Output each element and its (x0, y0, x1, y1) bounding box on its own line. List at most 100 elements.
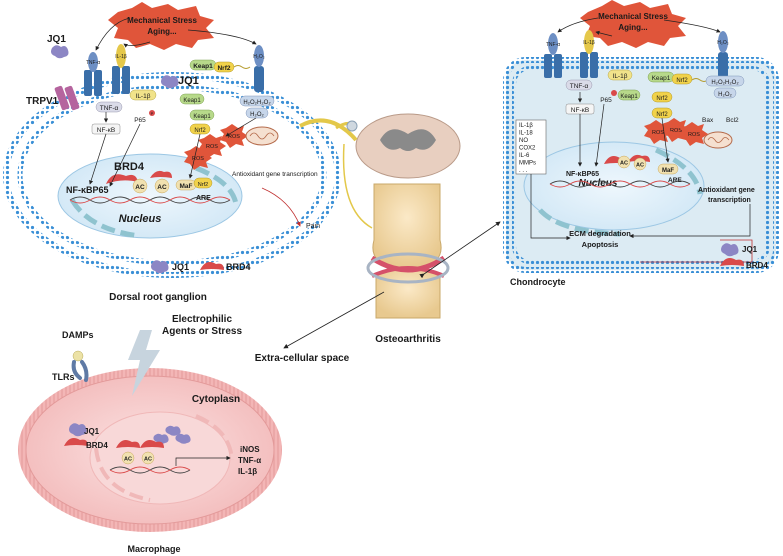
ganglion-icon (346, 120, 358, 132)
macro-stimuli: DAMPs TLRs Electrophilic Agents or Stres… (52, 314, 242, 396)
chondro-bcl2: Bcl2 (726, 117, 739, 124)
drg-h2o2-pair: H₂O₂H₂O₂ (243, 100, 271, 106)
chondro-il1b: IL-1β (613, 73, 628, 80)
chondro-legend-jq1: JQ1 (742, 245, 758, 254)
macrophage-cell: Cytoplasn Macrophage (18, 368, 282, 554)
chondro-legend: JQ1 BRD4 Chondrocyte (510, 243, 768, 287)
stress-burst-right: Mechanical Stress Aging... (580, 0, 686, 48)
jq1-molecule-icon (51, 45, 69, 59)
macro-contents: JQ1 BRD4 AC AC iNOS TNF-α IL-1β (64, 423, 261, 476)
svg-text:ROS: ROS (192, 156, 204, 162)
chondro-keap1-b: Keap1 (620, 94, 638, 100)
chondro-nrf2-b: Nrf2 (656, 96, 668, 102)
chondro-nrf2-c: Nrf2 (656, 112, 668, 118)
macro-il1b: IL-1β (238, 467, 257, 476)
extracellular-label: Extra-cellular space (255, 353, 350, 364)
drg-legend-brd4: BRD4 (226, 262, 251, 272)
chondro-nucleus-label: Nucleus (579, 178, 618, 189)
drg-nfkb-p65: NF-κBP65 (66, 185, 109, 195)
drg-jq1-top: JQ1 (47, 34, 69, 59)
chondro-nfkb: NF-κB (571, 107, 589, 114)
macro-tnfa: TNF-α (238, 456, 261, 465)
chondro-receptors: TNF-α IL-1β H₂O₂ (544, 30, 729, 78)
drg-jq1-top-label: JQ1 (47, 34, 66, 45)
drg-nucleus-contents: BRD4 AC AC NF-κBP65 MaF Nrf2 ARE Antioxi… (66, 161, 320, 230)
stress-burst-left: Mechanical Stress Aging... (108, 2, 214, 50)
drg-keap1-a: Keap1 (193, 63, 213, 70)
chondro-ac-a: AC (620, 161, 628, 167)
macro-ac-b: AC (144, 457, 152, 463)
drg-nucleus-label: Nucleus (119, 213, 162, 225)
cytokine-item: IL-6 (519, 153, 530, 159)
drg-antioxidant: Antioxidant gene transcription (232, 171, 318, 178)
drg-il1b: IL-1β (136, 93, 151, 100)
spinal-cord (299, 113, 461, 229)
chondro-nrf2-a: Nrf2 (676, 78, 688, 84)
chondro-tnf-receptor: TNF-α (546, 42, 560, 48)
brd4-protein-icon (106, 174, 138, 184)
knee-joint: Osteoarthritis Extra-cellular space (255, 183, 450, 364)
drg-nrf2-dna: Nrf2 (198, 182, 208, 188)
osteoarthritis-label: Osteoarthritis (375, 334, 441, 345)
chondro-signalling: IL-1β TNF-α NF-κB P65 Keap1 Nrf2 Keap1 N… (515, 69, 755, 249)
phospho-mark: P (151, 111, 154, 116)
chondro-legend-brd4: BRD4 (746, 261, 768, 270)
drg-receptors: TNF-α IL-1β H₂O₂ TRPV1 (26, 44, 265, 111)
chondro-inhibit-line (640, 239, 753, 263)
drg-tnf-receptor-label: TNF-α (86, 60, 100, 66)
chondro-are: ARE (668, 177, 682, 184)
chondro-nfkb-p65: NF-κBP65 (566, 171, 599, 178)
macro-damps: DAMPs (62, 330, 94, 340)
macro-inos: iNOS (240, 445, 260, 454)
drg-legend: JQ1 BRD4 Dorsal root ganglion (109, 260, 251, 303)
macro-jq1: JQ1 (84, 427, 100, 436)
chondro-maf: MaF (662, 168, 674, 174)
drg-pain-label: Pain (306, 223, 320, 230)
svg-text:ROS: ROS (228, 134, 240, 140)
chondro-ac-b: AC (636, 163, 644, 169)
receptor-icon (84, 70, 92, 96)
chondro-antioxidant-2: transcription (708, 197, 751, 204)
chondro-bax: Bax (702, 117, 714, 124)
drg-ac-b: AC (157, 184, 167, 191)
chondro-ros: ROS (670, 128, 682, 134)
drg-outer-membrane (3, 72, 341, 278)
cytokine-item: IL-1β (519, 123, 533, 129)
drg-arrows (89, 17, 257, 187)
tlr-receptor-icon (71, 360, 89, 382)
drg-legend-jq1: JQ1 (172, 262, 189, 272)
drg-nucleus (57, 153, 243, 239)
ros-burst-icon: ROS ROS ROS (184, 124, 248, 170)
macro-cytoplasm: Cytoplasn (192, 394, 240, 405)
mitochondrion-icon (245, 126, 279, 146)
tibia-icon (375, 268, 441, 319)
chondro-apoptosis: Apoptosis (582, 240, 619, 249)
cytokine-box (515, 119, 547, 175)
chondro-h2o2-receptor: H₂O₂ (717, 40, 728, 46)
ros-label: ROS (206, 144, 218, 150)
drg-caption: Dorsal root ganglion (109, 292, 207, 303)
cytokine-item: NO (519, 138, 528, 144)
macro-ac-a: AC (124, 457, 132, 463)
drg-brd4-label: BRD4 (114, 161, 145, 173)
lightning-icon (128, 330, 160, 396)
chondro-ros-icon: ROS ROS ROS (644, 118, 708, 146)
drg-p65: P65 (134, 117, 146, 124)
trpv1-label: TRPV1 (26, 96, 59, 107)
cytokine-item: COX2 (519, 146, 536, 152)
chondro-h2o2-single: H₂O₂ (718, 92, 732, 98)
macro-tlrs: TLRs (52, 372, 75, 382)
center-arrows (283, 221, 501, 349)
svg-text:ROS: ROS (688, 132, 700, 138)
chondro-antioxidant-1: Antioxidant gene (698, 187, 755, 194)
cytokine-item: MMPs (519, 161, 536, 167)
macro-electro-2: Agents or Stress (162, 326, 242, 337)
drg-ac-a: AC (135, 184, 145, 191)
drg-keap1-c: Keap1 (193, 114, 211, 120)
drg-tnfa: TNF-α (100, 105, 119, 112)
drg-are: ARE (196, 195, 211, 202)
drg-nucleus-envelope (69, 198, 141, 239)
chondro-arrows (530, 17, 751, 241)
